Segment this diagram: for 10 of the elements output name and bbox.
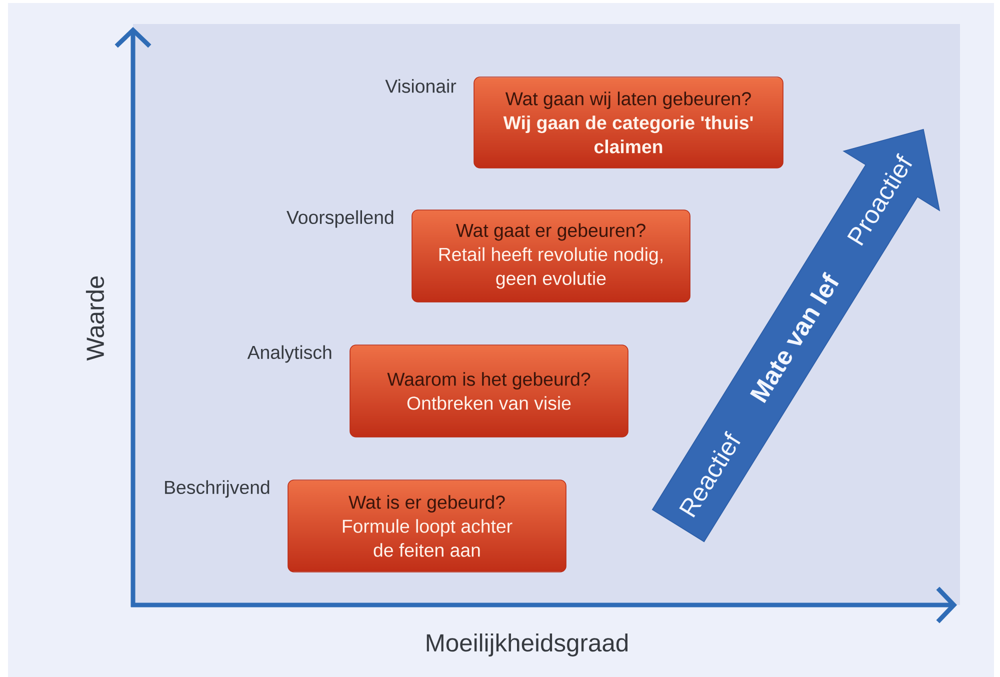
level-label: Analytisch	[247, 345, 332, 363]
axis-label: Moeilijkheidsgraad	[426, 634, 628, 656]
level-box: Wat gaat er gebeuren? Retail heeft revolutie nodig, geen evolutie	[412, 210, 690, 302]
level-label: Voorspellend	[286, 210, 394, 228]
level-label: Beschrijvend	[165, 480, 270, 498]
level-box: Wat is er gebeurd? Formule loopt achter de feiten aan	[288, 480, 566, 572]
axis-label: Waarde	[86, 276, 104, 361]
level-label: Visionair	[385, 79, 456, 93]
level-box: Waarom is het gebeurd? Ontbreken van visie	[350, 344, 628, 438]
level-box: Wat gaan wij laten gebeuren? Wij gaan de categorie 'thuis' claimen	[474, 76, 784, 168]
